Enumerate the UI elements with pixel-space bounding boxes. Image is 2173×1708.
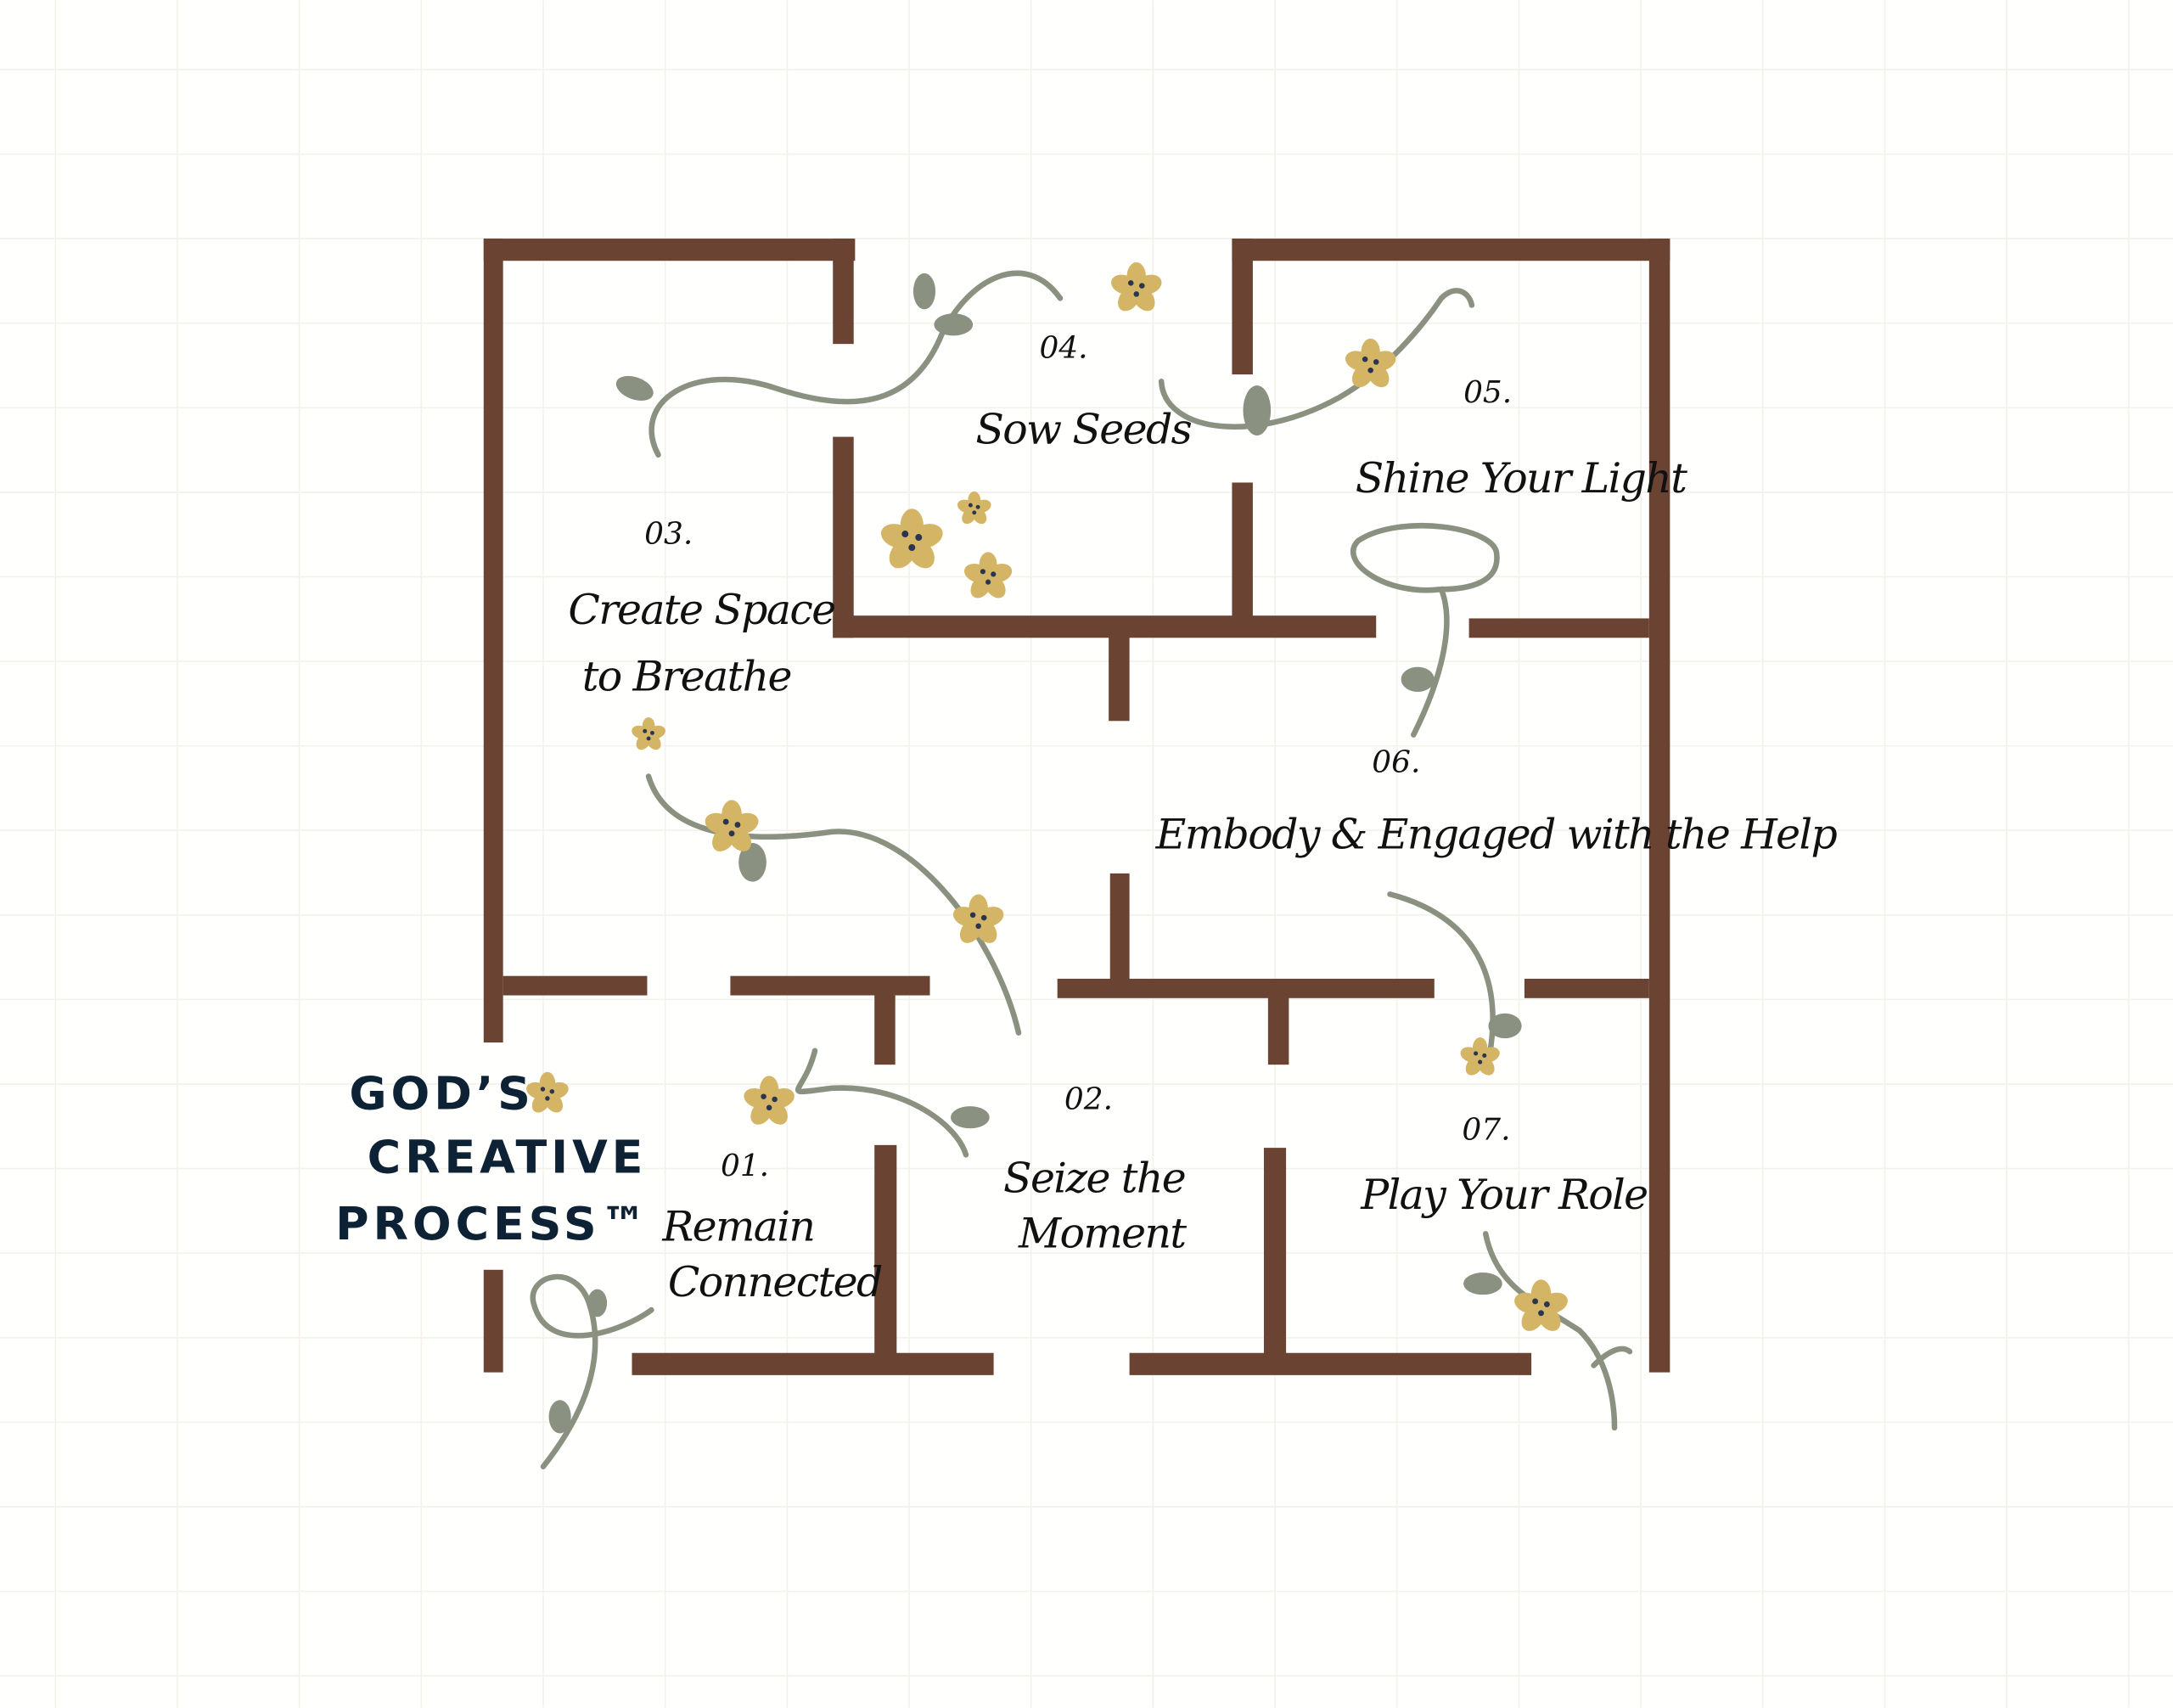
step-label: Sow Seeds (975, 406, 1191, 454)
wall (1232, 239, 1670, 261)
title-line-1: GOD’S (349, 1066, 534, 1120)
step-03: 03. Create Space to Breathe (568, 516, 836, 700)
wall (730, 975, 930, 996)
title-line-2: CREATIVE (368, 1131, 648, 1184)
step-label: to Breathe (582, 652, 791, 700)
vine (649, 270, 1064, 458)
wall (1524, 978, 1649, 998)
wall (874, 992, 896, 1065)
step-number: 07. (1462, 1112, 1510, 1147)
wall (503, 975, 648, 996)
wall (1648, 239, 1670, 1373)
wall (1109, 631, 1130, 722)
step-number: 04. (1039, 331, 1087, 366)
step-04: 04. Sow Seeds (975, 331, 1193, 454)
flower-icon (632, 717, 665, 750)
vine (1387, 891, 1496, 1057)
step-number: 01. (721, 1149, 769, 1183)
vine (530, 1273, 654, 1469)
step-label: Shine Your Light (1356, 454, 1687, 503)
leaf (587, 1289, 608, 1318)
flower-icon (880, 508, 943, 569)
flower-icon (957, 491, 991, 525)
wall (833, 239, 854, 345)
wall (1267, 995, 1289, 1065)
flower-icon (1345, 338, 1396, 388)
vine (1482, 1231, 1633, 1431)
step-number: 06. (1372, 745, 1420, 780)
flower-icon (705, 800, 759, 851)
step-label: Play Your Role (1360, 1171, 1647, 1219)
leaf (1488, 1013, 1522, 1039)
step-07: 07. Play Your Role (1360, 1112, 1648, 1219)
step-02: 02. Seize the Moment (1003, 1082, 1188, 1258)
flower-icon (1111, 262, 1162, 312)
leaf (934, 313, 974, 336)
step-label: Embody & Engaged with the Help (1155, 810, 1838, 858)
wall (874, 1144, 897, 1359)
wall (833, 615, 1377, 638)
step-05: 05. Shine Your Light (1356, 375, 1689, 503)
wall (1109, 873, 1130, 987)
wall (1468, 618, 1649, 638)
flower-icon (964, 552, 1013, 598)
step-number: 05. (1463, 375, 1512, 410)
wall (1232, 239, 1253, 375)
wall (1129, 1352, 1532, 1375)
maze-walls (483, 239, 1670, 1375)
flowers (526, 262, 1568, 1331)
step-number: 03. (644, 516, 693, 551)
leaf (738, 842, 766, 882)
leaf (548, 1400, 571, 1434)
wall (833, 436, 854, 638)
title-line-3: PROCESS™ (335, 1197, 650, 1250)
flower-icon (952, 894, 1004, 943)
wall (1057, 978, 1435, 998)
step-number: 02. (1064, 1082, 1113, 1116)
step-label: Remain (661, 1203, 814, 1251)
flower-icon (1460, 1037, 1500, 1076)
step-06: 06. Embody & Engaged with the Help (1155, 745, 1839, 859)
title-block: GOD’S CREATIVE PROCESS™ (335, 1066, 650, 1250)
vine (1158, 288, 1475, 430)
leaf (951, 1106, 990, 1129)
wall (632, 1352, 994, 1375)
step-label: Connected (668, 1258, 882, 1306)
flower-icon (526, 1071, 569, 1113)
step-label: Create Space (568, 586, 834, 634)
wall (483, 239, 856, 261)
vine (795, 1048, 969, 1158)
wall (483, 1269, 503, 1373)
leaf (1401, 666, 1435, 692)
vine (1350, 522, 1500, 738)
step-01: 01. Remain Connected (661, 1149, 883, 1306)
vine (645, 773, 1022, 1036)
leaf (615, 375, 654, 401)
wall (483, 239, 503, 1043)
wall (1263, 1148, 1287, 1359)
leaf (1463, 1273, 1502, 1295)
leaf (1243, 385, 1272, 435)
step-label: Seize the (1003, 1154, 1185, 1202)
wall (1232, 482, 1253, 624)
leaf (912, 272, 936, 310)
flower-icon (744, 1076, 795, 1125)
flower-icon (1514, 1279, 1568, 1331)
step-label: Moment (1018, 1210, 1187, 1258)
